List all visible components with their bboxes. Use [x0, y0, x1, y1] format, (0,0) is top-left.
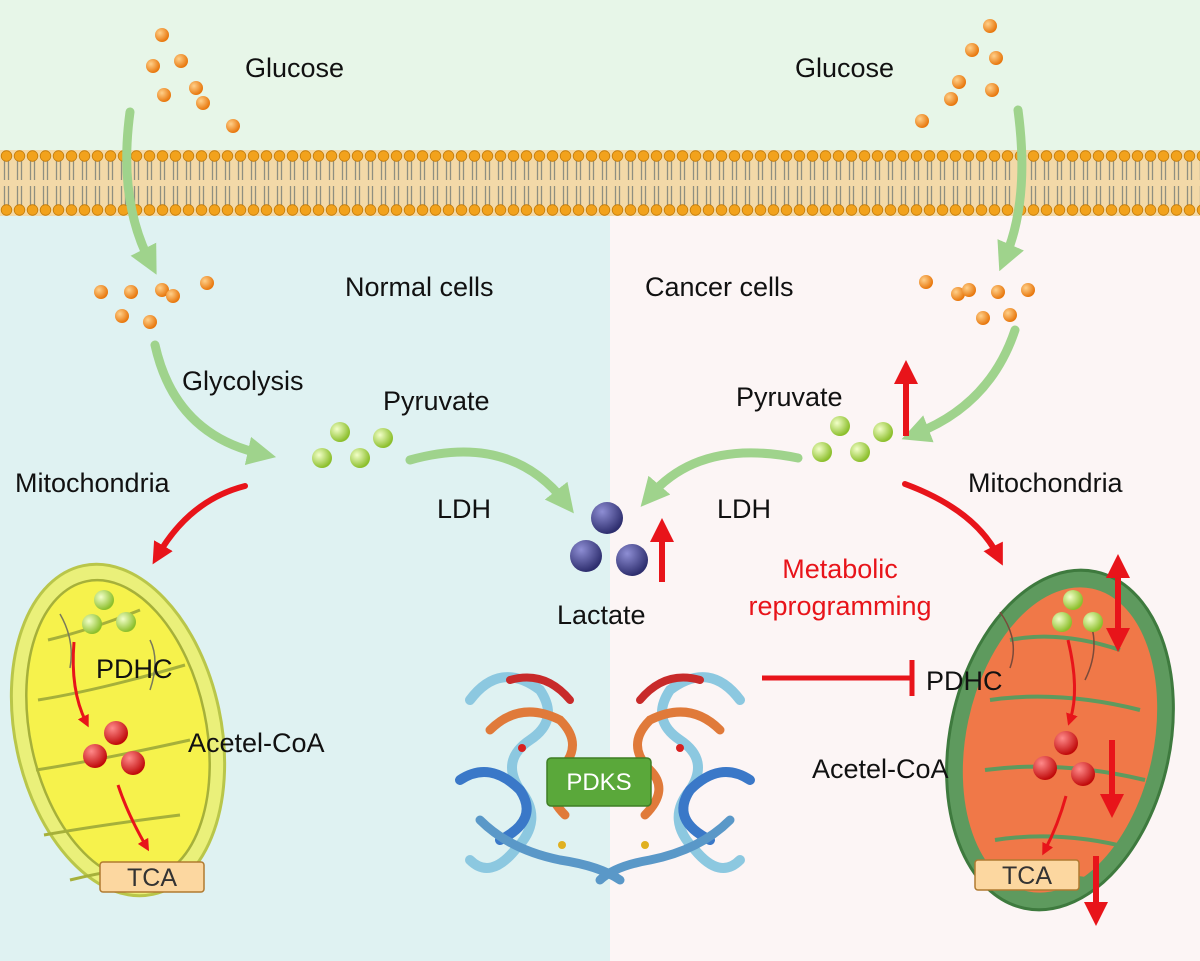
normal-cells-label: Normal cells: [345, 272, 494, 302]
cancer-pdhc-arrow: [1066, 639, 1078, 726]
normal-pdhc-arrow: [71, 641, 89, 728]
metabolic-label: Metabolic: [782, 554, 898, 584]
mitochondria-arrow-right: [902, 481, 1003, 566]
glucose-uptake-arrow-right: [997, 105, 1027, 272]
mitochondria-arrow-left: [152, 483, 248, 565]
pyruvate-cluster-left: [312, 422, 393, 468]
cancer-cells-label: Cancer cells: [645, 272, 794, 302]
mitochondria-label-right: Mitochondria: [968, 468, 1124, 498]
acetyl-coa-label-left: Acetel-CoA: [188, 728, 325, 758]
normal-mito-acetyl-coa: [83, 721, 145, 775]
reprogramming-label: reprogramming: [748, 591, 931, 621]
acetyl-coa-label-right: Acetel-CoA: [812, 754, 949, 784]
tca-label-left: TCA: [127, 864, 177, 892]
pyruvate-label-right: Pyruvate: [736, 382, 843, 412]
pyruvate-cluster-right: [812, 416, 893, 462]
glucose-label-left: Glucose: [245, 53, 344, 83]
cell-membrane: [0, 150, 1200, 216]
pyruvate-label-left: Pyruvate: [383, 386, 490, 416]
pdks-label-box: [546, 757, 652, 807]
pdhc-label-left: PDHC: [96, 654, 173, 684]
glucose-label-right: Glucose: [795, 53, 894, 83]
glycolysis-arrow-right: [901, 325, 1020, 443]
glucose-cluster-right-inside: [919, 275, 1035, 325]
glycolysis-label: Glycolysis: [182, 366, 304, 396]
pdhc-label-right: PDHC: [926, 666, 1003, 696]
glycolysis-arrow-left: [150, 340, 277, 465]
normal-tca-arrow: [116, 784, 150, 852]
lactate-cluster: [570, 502, 648, 576]
normal-tca-box: [99, 861, 205, 893]
glucose-cluster-left-inside: [94, 276, 214, 329]
tca-label-right: TCA: [1002, 862, 1052, 890]
cancer-tca-box: [974, 859, 1080, 891]
pdks-label: PDKS: [566, 769, 631, 796]
ldh-label-right: LDH: [717, 494, 771, 524]
cancer-tca-arrow: [1042, 795, 1068, 856]
ldh-arrow-right: [640, 448, 803, 507]
pdks-inhibition-line: [762, 660, 915, 696]
glucose-uptake-arrow-left: [122, 107, 157, 275]
normal-mito-pyruvate: [82, 590, 136, 634]
ldh-label-left: LDH: [437, 494, 491, 524]
cancer-mito-acetyl-coa: [1033, 731, 1095, 786]
lactate-label: Lactate: [557, 600, 646, 630]
glucose-cluster-left-outside: [146, 28, 240, 133]
mitochondria-label-left: Mitochondria: [15, 468, 171, 498]
glucose-cluster-right-outside: [915, 19, 1003, 128]
ldh-arrow-left: [405, 447, 574, 514]
cancer-mito-pyruvate: [1052, 590, 1103, 632]
